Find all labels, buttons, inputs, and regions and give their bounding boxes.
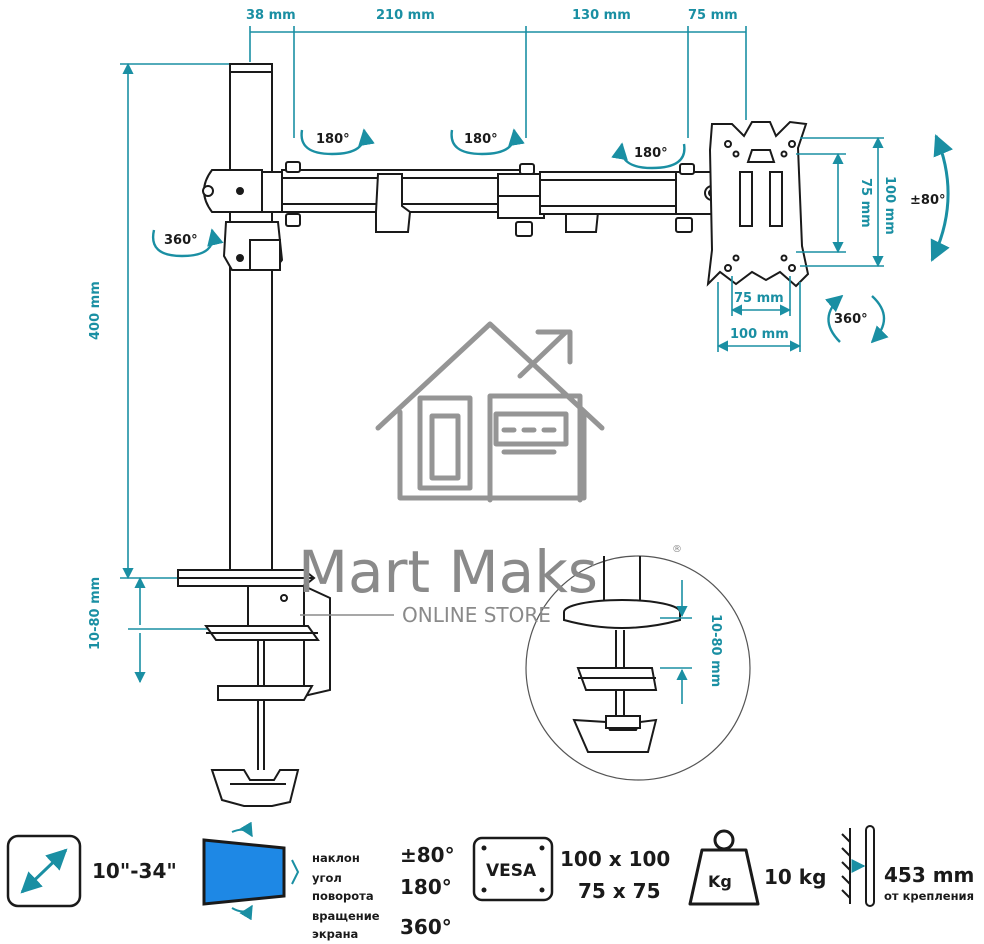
spec-rotation: 360°	[400, 915, 452, 939]
spec-load: 10 kg	[764, 865, 826, 889]
watermark-tagline: ONLINE STORE	[402, 603, 551, 627]
weight-icon	[688, 829, 760, 906]
vesa-plate	[706, 120, 810, 288]
top-dimension-line	[249, 26, 747, 138]
rotation-arrow-pole	[151, 228, 224, 258]
watermark-registered: ®	[672, 544, 682, 555]
dim-75mm-top: 75 mm	[688, 8, 738, 23]
rotation-pole: 360°	[164, 233, 198, 248]
clamp-detail-circle	[525, 555, 751, 781]
watermark-logo	[375, 321, 605, 503]
rotation-arrow-plate	[825, 294, 889, 344]
screen-size-icon	[6, 834, 82, 908]
spec-reach: 453 mm	[884, 863, 974, 887]
detail-dimension-line	[660, 580, 692, 704]
spec-vesa-small: 75 x 75	[578, 879, 661, 903]
watermark-brand: Mart Maks	[298, 538, 598, 606]
spec-screen-size: 10"-34"	[92, 859, 177, 883]
rotation-tilt: ±80°	[910, 193, 945, 208]
spec-reach-note: от крепления	[884, 889, 974, 903]
dim-vesa-75-horizontal: 75 mm	[734, 291, 784, 306]
dim-130mm: 130 mm	[572, 8, 631, 23]
spec-label-screen: экрана	[312, 927, 358, 941]
dim-vesa-75-vertical: 75 mm	[858, 178, 873, 228]
dim-210mm: 210 mm	[376, 8, 435, 23]
spec-swivel: 180°	[400, 875, 452, 899]
weight-badge-text: Kg	[708, 872, 732, 891]
rotation-joint3: 180°	[634, 146, 668, 161]
rotation-joint1: 180°	[316, 132, 350, 147]
dim-clamp-range-detail: 10-80 mm	[708, 614, 723, 687]
spec-vesa-large: 100 x 100	[560, 847, 670, 871]
vesa-dimension-lines	[716, 136, 884, 352]
spec-label-angle: угол	[312, 871, 342, 885]
height-dimension-line	[120, 62, 230, 580]
rotation-arrow-joint2	[450, 128, 525, 156]
vesa-icon	[472, 836, 554, 902]
dim-vesa-100-vertical: 100 mm	[882, 176, 897, 235]
spec-tilt: ±80°	[400, 843, 455, 867]
dim-vesa-100-horizontal: 100 mm	[730, 327, 789, 342]
clamp-dimension-line	[128, 576, 210, 684]
monitor-arm	[202, 161, 722, 237]
pole	[222, 63, 284, 575]
rotation-arrow-joint1	[300, 128, 375, 156]
tilt-arc	[930, 134, 953, 262]
rotation-joint2: 180°	[464, 132, 498, 147]
rotation-arrow-joint3	[611, 142, 686, 170]
spec-label-swivel: поворота	[312, 889, 374, 903]
dim-400mm: 400 mm	[88, 281, 103, 340]
desk-clamp	[177, 569, 331, 807]
dim-clamp-range: 10-80 mm	[88, 577, 103, 650]
vesa-badge-text: VESA	[486, 861, 537, 881]
reach-icon	[841, 825, 875, 907]
spec-label-rotation: вращение	[312, 909, 380, 923]
spec-label-tilt: наклон	[312, 851, 360, 865]
rotation-plate: 360°	[834, 312, 868, 327]
screen-motion-icon	[202, 821, 300, 921]
dim-38mm: 38 mm	[246, 8, 296, 23]
